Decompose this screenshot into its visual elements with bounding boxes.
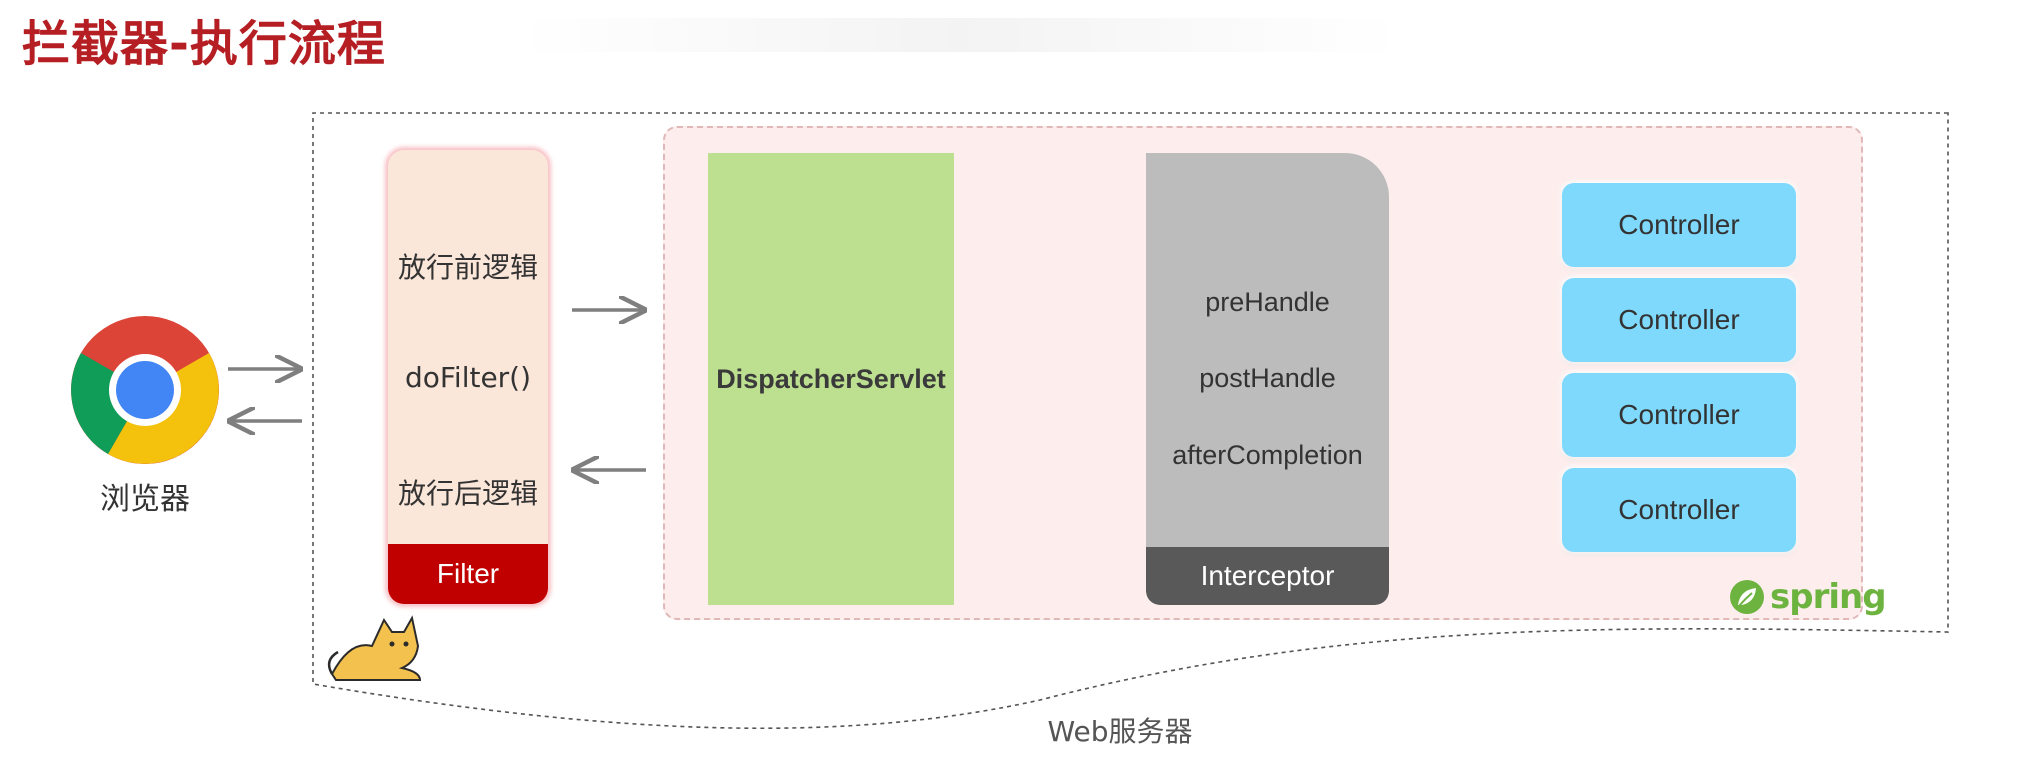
interceptor-posthandle-text: postHandle [1199,363,1336,393]
spring-label: spring [1770,577,1887,617]
spring-leaf-icon [1730,580,1764,614]
interceptor-prehandle-text: preHandle [1205,287,1330,317]
interceptor-aftercompletion-text: afterCompletion [1172,440,1363,470]
filter-box: 放行前逻辑 doFilter() 放行后逻辑 Filter [388,150,548,604]
interceptor-label: Interceptor [1146,547,1389,605]
controller-box: Controller [1562,183,1796,267]
filter-after-text: 放行后逻辑 [397,477,538,510]
browser-label: 浏览器 [100,482,190,517]
controller-box: Controller [1562,278,1796,362]
filter-before-text: 放行前逻辑 [397,251,538,284]
web-server-boundary [312,112,1949,730]
controller-box: Controller [1562,468,1796,552]
page-title: 拦截器-执行流程 [22,16,386,72]
controller-box: Controller [1562,373,1796,457]
tomcat-logo-icon [320,614,426,682]
dispatcher-servlet-box: DispatcherServlet [708,153,954,605]
filter-label: Filter [388,544,548,604]
spring-logo: spring [1728,576,1887,618]
chrome-browser-icon [71,316,219,464]
filter-dofilter-text: doFilter() [404,361,532,394]
title-fade-bar [520,18,1400,52]
web-server-label: Web服务器 [1047,715,1193,748]
interceptor-box: preHandle postHandle afterCompletion Int… [1146,153,1389,605]
